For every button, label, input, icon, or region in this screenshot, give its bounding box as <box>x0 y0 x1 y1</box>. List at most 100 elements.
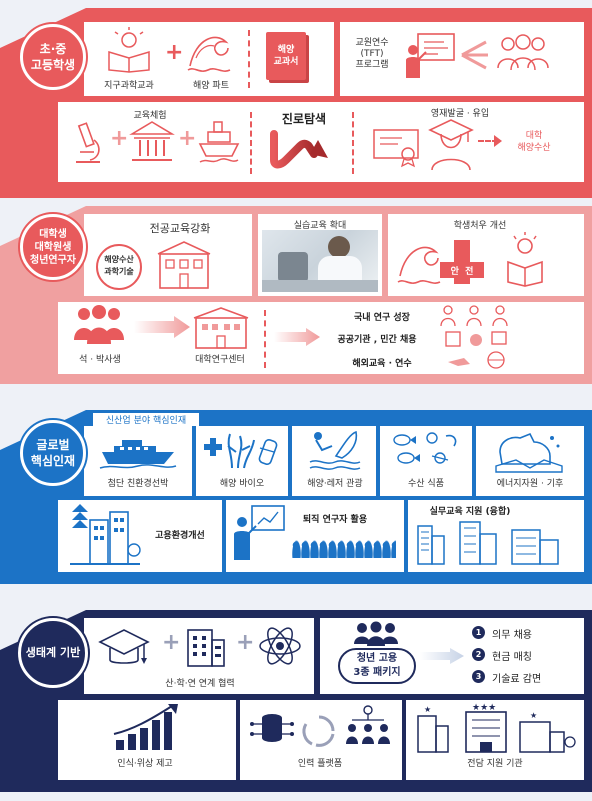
people-package-icon <box>354 621 398 646</box>
office-towers-icon <box>417 521 559 565</box>
plus-icon: + <box>178 126 197 151</box>
wave-icon <box>397 246 441 284</box>
lab-desk <box>262 280 378 292</box>
section-2-badge-text: 대학생 대학원생 청년연구자 <box>30 228 76 266</box>
package-box <box>338 648 416 684</box>
safety-text: 안 전 <box>450 267 474 277</box>
svg-text:★: ★ <box>530 711 537 720</box>
research-center-icon <box>193 307 249 349</box>
atom-icon <box>259 627 301 665</box>
section-1-box-teacher <box>340 22 584 96</box>
practical-label: 실무교육 지원 (융합) <box>429 507 511 517</box>
spread-arrows-icon <box>461 40 488 70</box>
section-2-badge: 대학생 대학원생 청년연구자 <box>20 214 86 280</box>
practice-edu-label: 실습교육 확대 <box>293 221 347 231</box>
network-people-icon <box>346 705 390 744</box>
package-label: 청년 고용 3종 패키지 <box>353 653 401 678</box>
section-4-badge: 생태계 기반 <box>18 618 88 688</box>
section-1-divider <box>352 112 354 174</box>
eco-ship-label: 첨단 친환경선박 <box>107 479 169 489</box>
people-group-icon <box>497 34 549 71</box>
microscope-photo <box>278 252 308 282</box>
talent-label: 영재발굴 · 유입 <box>430 109 490 119</box>
energy-label: 에너지자원 · 기후 <box>496 479 564 489</box>
database-icon <box>250 714 294 742</box>
svg-text:★★★: ★★★ <box>472 703 496 713</box>
marine-bio-icon <box>204 433 278 469</box>
section-3-badge: 글로벌 핵심인재 <box>20 420 86 486</box>
section-2-box-care <box>388 214 584 296</box>
section-2-divider <box>264 310 266 368</box>
overseas-label: 해외교육 · 연수 <box>352 359 412 369</box>
platform-label: 인력 플랫폼 <box>297 759 343 769</box>
plus-icon: + <box>110 126 129 151</box>
safety-cross-h <box>440 262 484 278</box>
globe-network-icon <box>445 331 507 369</box>
growth-chart-icon <box>113 704 178 750</box>
ocean-textbook-text: 해양 교과서 <box>273 45 299 67</box>
section-3-badge-text: 글로벌 핵심인재 <box>30 438 76 468</box>
dedicated-label: 전담 지원 기관 <box>467 759 523 769</box>
career-label: 진로탐색 <box>281 112 327 126</box>
public-private-label: 공공기관 , 민간 채용 <box>337 335 417 345</box>
teacher-training-label: 교원연수 (TFT) 프로그램 <box>355 38 389 70</box>
item-2-number: 2 <box>472 648 485 661</box>
certificate-icon <box>373 129 419 168</box>
retired-label: 퇴직 연구자 활용 <box>302 515 368 525</box>
student-care-label: 학생처우 개선 <box>453 221 507 231</box>
cycle-arrows-icon <box>302 715 335 747</box>
environment-label: 고용환경개선 <box>155 531 205 541</box>
item-3-label: 기술료 감면 <box>492 674 542 685</box>
core-talent-tab <box>92 412 200 426</box>
section-3-box-retired <box>226 500 404 572</box>
university-label: 대학 해양수산 <box>517 131 551 153</box>
ship-icon <box>198 121 240 163</box>
dashed-arrow-icon <box>478 140 498 142</box>
reading-person-icon <box>507 232 543 287</box>
grad-cap-icon <box>98 629 150 664</box>
section-1-divider <box>250 112 252 174</box>
safety-cross-icon <box>440 240 484 284</box>
section-3-box-energy <box>476 426 584 496</box>
microscope-icon <box>76 122 100 163</box>
item-1-label: 의무 채용 <box>492 630 532 641</box>
core-talent-tab-text: 신산업 분야 핵심인재 <box>105 416 187 426</box>
career-arrow-icon <box>270 130 328 169</box>
building-icon <box>157 241 211 289</box>
gradient-arrow-icon <box>134 316 190 338</box>
section-3-box-leisure <box>292 426 376 496</box>
section-4-badge-text: 생태계 기반 <box>25 646 81 659</box>
section-1-badge-text: 초·중 고등학생 <box>30 42 76 72</box>
section-1-badge: 초·중 고등학생 <box>20 24 86 90</box>
major-edu-label: 전공교육강화 <box>149 222 211 235</box>
polar-bear-icon <box>495 432 563 473</box>
section-3-box-bio <box>196 426 288 496</box>
wave-icon <box>187 36 231 72</box>
domestic-label: 국내 연구 성장 <box>354 313 410 323</box>
audience-icon <box>292 540 396 558</box>
package-arrow-icon <box>420 648 464 664</box>
univ-center-label: 대학연구센터 <box>195 355 245 365</box>
section-1-divider <box>248 30 250 88</box>
grad-students-label: 석 · 박사생 <box>79 355 121 365</box>
book-bulb-icon <box>108 27 150 73</box>
earth-science-label: 지구과학교과 <box>104 81 154 91</box>
graduate-students-icon <box>74 305 124 344</box>
svg-text:★: ★ <box>424 705 431 714</box>
surfing-icon <box>309 430 361 470</box>
item-3-number: 3 <box>472 670 485 683</box>
ocean-tech-text: 해양수산 과학기술 <box>104 255 134 276</box>
researchers-icon <box>440 305 508 327</box>
seafood-icon <box>393 432 457 464</box>
institution-buildings-icon: ★ ★★★ ★ <box>417 703 576 753</box>
edu-experience-label: 교육체험 <box>133 111 167 121</box>
graduate-icon <box>428 119 474 171</box>
plus-icon: + <box>236 630 255 655</box>
gradient-arrow-icon <box>274 328 320 346</box>
teacher-presentation-icon <box>406 33 455 78</box>
seafood-label: 수산 식품 <box>408 479 444 489</box>
leisure-label: 해양·레저 관광 <box>307 479 363 489</box>
cooperation-label: 산·학·연 연계 협력 <box>165 679 235 689</box>
item-2-label: 현금 매칭 <box>492 652 532 663</box>
plus-icon: + <box>162 630 181 655</box>
